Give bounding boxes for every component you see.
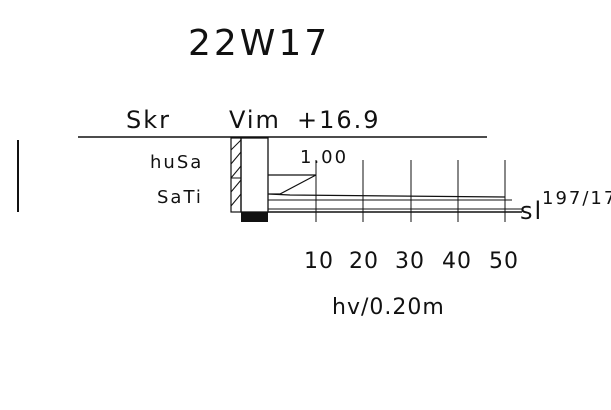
layer-label-1: huSa <box>150 152 203 173</box>
stop-code: sl <box>520 197 543 225</box>
rod-body <box>240 137 269 213</box>
soil-column <box>230 137 242 213</box>
x-tick-10: 10 <box>304 249 334 274</box>
depth-marker-label: 1.00 <box>300 147 348 168</box>
x-tick-40: 40 <box>442 249 472 274</box>
stop-note: 197/17 <box>542 188 611 209</box>
reference-label: Vim <box>229 106 281 134</box>
elevation-label: +16.9 <box>297 106 381 134</box>
penetration-grid <box>268 160 522 222</box>
layer-label-2: SaTi <box>157 187 203 208</box>
x-unit-label: hv/0.20m <box>332 295 445 320</box>
x-tick-20: 20 <box>349 249 379 274</box>
penetration-curve <box>267 174 506 198</box>
drawing-title: 22W17 <box>188 23 330 64</box>
rod-tip <box>241 212 268 222</box>
x-tick-50: 50 <box>489 249 519 274</box>
x-tick-30: 30 <box>395 249 425 274</box>
method-label: Skr <box>126 106 171 134</box>
